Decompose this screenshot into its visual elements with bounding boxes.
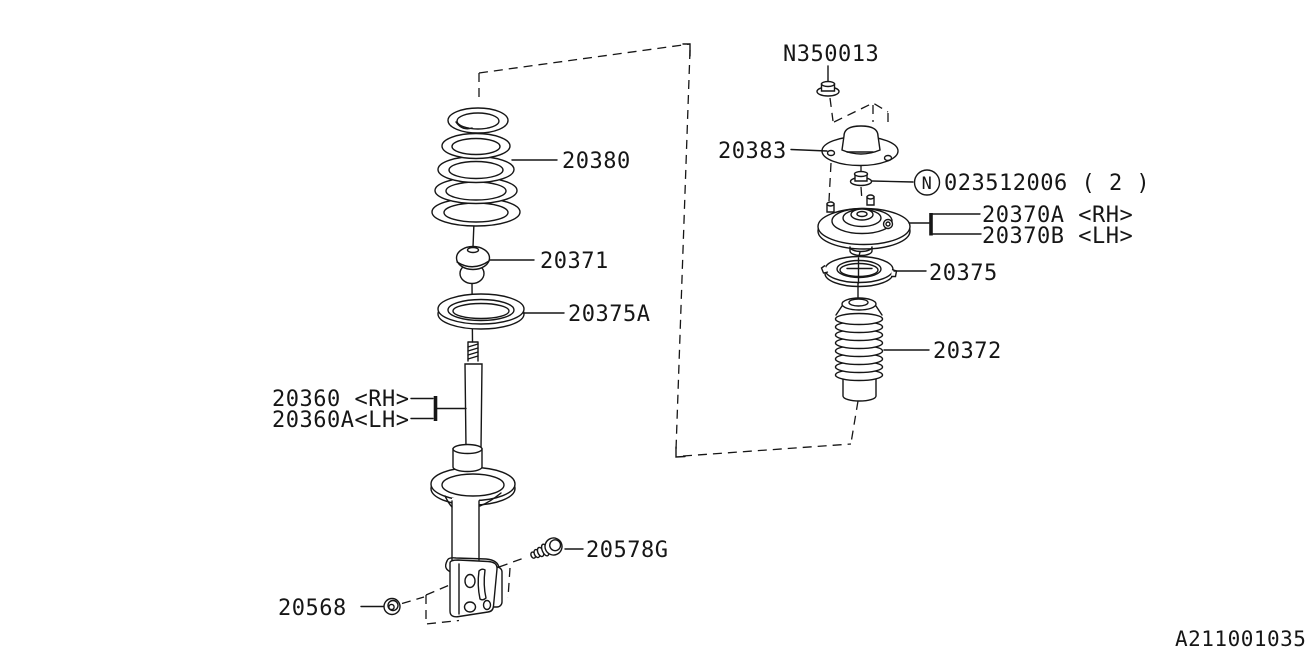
label-coil-spring: 20380 [562, 149, 631, 174]
label-upper-seat: 20375 [929, 261, 998, 286]
spring-seat-20375a [437, 293, 525, 330]
label-strut-rh: 20360 <RH> [272, 387, 409, 412]
flange-nut [849, 165, 873, 202]
top-nut [816, 65, 840, 122]
drawing-number: A211001035 [1175, 627, 1306, 651]
leader-lines [360, 148, 982, 608]
ghost-panel-outline [478, 43, 859, 458]
spring-seat-20375 [820, 251, 898, 301]
label-bolt: 20578G [586, 538, 668, 563]
label-lock-nut: 20568 [278, 596, 347, 621]
strut-absorber [430, 341, 516, 618]
dust-cover [834, 297, 884, 402]
label-mount-lh: 20370B <LH> [982, 224, 1133, 249]
lock-nut [383, 597, 401, 616]
ghost-bracket-outline [401, 557, 525, 625]
label-strut-lh: 20360A<LH> [272, 408, 409, 433]
flange-bolt [530, 537, 563, 559]
nut-symbol-badge: N [913, 169, 941, 196]
label-upper-seat-a: 20375A [568, 302, 650, 327]
label-cap: 20383 [718, 139, 787, 164]
strut-mount [817, 194, 911, 257]
label-top-nut: N350013 [783, 42, 879, 67]
nut-symbol-letter: N [922, 174, 933, 194]
mount-cap [821, 102, 899, 202]
label-mount-rh: 20370A <RH> [982, 203, 1133, 228]
helper-rubber [455, 245, 491, 285]
label-dust-cover: 20372 [933, 339, 1002, 364]
label-helper-rubber: 20371 [540, 249, 609, 274]
label-flange-nut: 023512006 ( 2 ) [944, 171, 1150, 196]
coil-spring [431, 107, 521, 227]
